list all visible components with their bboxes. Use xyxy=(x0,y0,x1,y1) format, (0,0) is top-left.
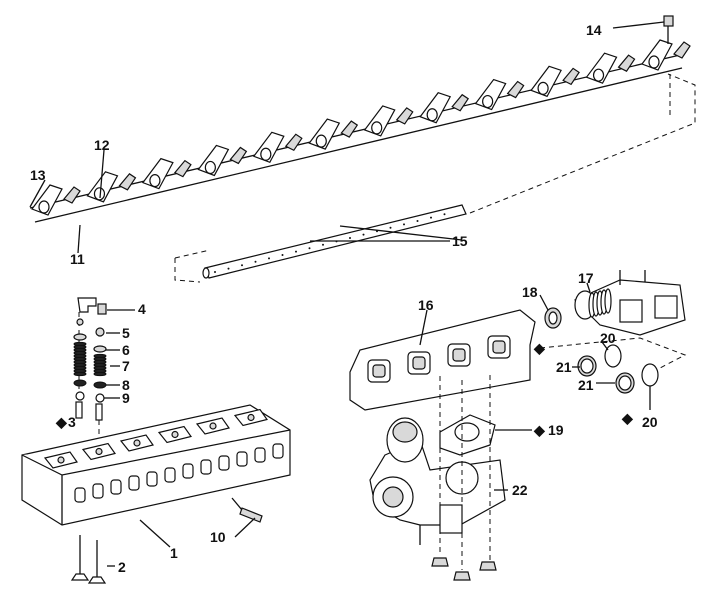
exhaust-elbow xyxy=(573,270,686,336)
callout-2: 2 xyxy=(118,559,126,575)
rocker-arm xyxy=(31,184,81,216)
rocker-arm xyxy=(252,131,303,164)
diamond-marker-icon: ◆ xyxy=(55,414,68,430)
callout-14: 14 xyxy=(586,22,602,38)
callout-17: 17 xyxy=(578,270,594,286)
callout-18: 18 xyxy=(522,284,538,300)
sensor xyxy=(231,497,263,523)
callout-13: 13 xyxy=(30,167,46,183)
rocker-arm xyxy=(86,171,137,203)
callout-20b: 20 xyxy=(642,414,658,430)
callout-19: 19 xyxy=(548,422,564,438)
gaskets-20 xyxy=(539,337,687,387)
callout-6: 6 xyxy=(122,342,130,358)
rocker-arm xyxy=(530,65,580,98)
diamond-marker-icon: ◆ xyxy=(533,422,546,438)
callout-20a: 20 xyxy=(600,330,616,346)
callout-5: 5 xyxy=(122,325,130,341)
leader-lines xyxy=(29,149,651,567)
diamond-marker-icon: ◆ xyxy=(533,340,546,356)
callout-22: 22 xyxy=(512,482,528,498)
cylinder-head xyxy=(21,404,291,526)
assembly-dashed-outline xyxy=(174,73,696,283)
rocker-arm xyxy=(585,52,636,84)
callout-7: 7 xyxy=(122,358,130,374)
callout-21a: 21 xyxy=(556,359,572,375)
callout-3: 3 xyxy=(68,414,76,430)
callout-8: 8 xyxy=(122,377,130,393)
rocker-arm xyxy=(419,92,470,124)
diamond-marker-icon: ◆ xyxy=(621,410,634,426)
valves xyxy=(70,535,107,584)
callout-10: 10 xyxy=(210,529,226,545)
seal-rings-21 xyxy=(577,355,635,394)
callout-9: 9 xyxy=(122,390,130,406)
turbo-gasket xyxy=(439,414,496,456)
rocker-arm xyxy=(363,105,414,137)
exhaust-manifold xyxy=(349,309,536,411)
callout-21b: 21 xyxy=(578,377,594,393)
rocker-arm-assembly xyxy=(29,39,691,223)
callout-12: 12 xyxy=(94,137,110,153)
rocker-arm xyxy=(141,157,192,190)
callout-11: 11 xyxy=(70,251,85,267)
rocker-arm xyxy=(641,39,691,71)
rocker-arm xyxy=(197,144,248,177)
turbo-nuts xyxy=(431,375,497,581)
callout-4: 4 xyxy=(138,301,146,317)
callout-labels: 1 2 3 4 5 6 7 8 9 10 11 12 13 14 15 16 1… xyxy=(30,22,658,575)
callout-15: 15 xyxy=(452,233,468,249)
diamond-markers: ◆ ◆ ◆ ◆ xyxy=(55,340,634,438)
rocker-arm xyxy=(308,118,359,150)
turbocharger xyxy=(369,417,506,545)
callout-1: 1 xyxy=(170,545,178,561)
rocker-arm xyxy=(474,78,525,111)
valve-train-parts xyxy=(73,297,107,440)
rocker-bolt xyxy=(612,15,674,44)
callout-16: 16 xyxy=(418,297,434,313)
seal-ring-18 xyxy=(544,307,562,329)
